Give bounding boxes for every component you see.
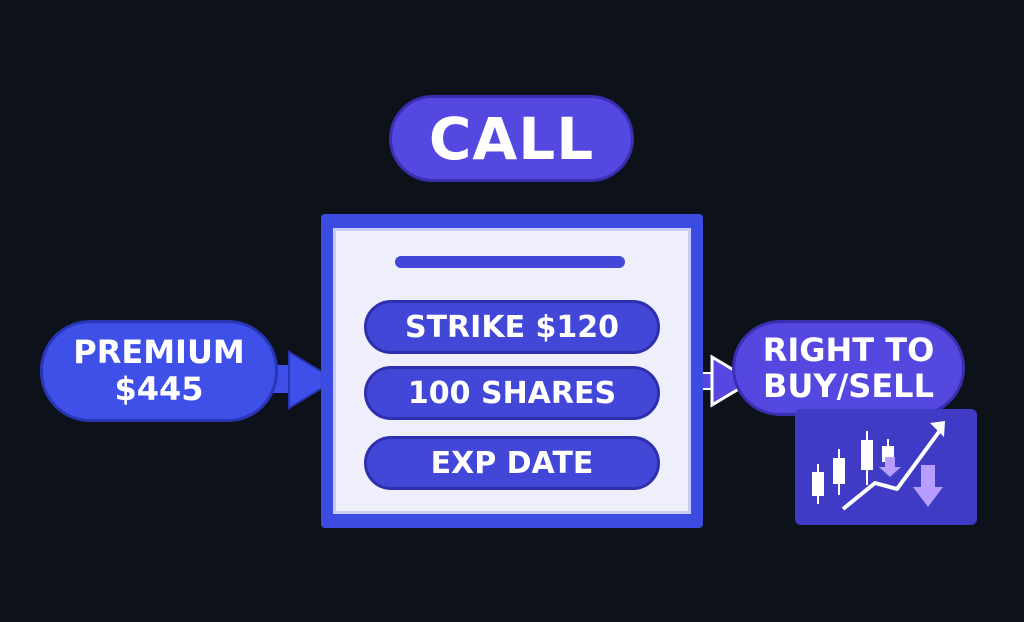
premium-pill: PREMIUM $445 [40,320,278,422]
trend-arrow-up-icon [930,421,945,437]
shares-pill: 100 SHARES [364,366,660,420]
right-line1: RIGHT TO [762,331,935,369]
candlestick-chart-icon [795,409,977,525]
contract-title-bar [395,256,625,268]
exp-date-pill: EXP DATE [364,436,660,490]
premium-label: PREMIUM [73,333,245,371]
strike-pill: STRIKE $120 [364,300,660,354]
candlestick-chart-graphic [812,421,945,511]
premium-arrow-head [288,350,337,410]
call-title: CALL [428,104,595,173]
small-down-arrow-icon [879,457,901,477]
call-title-badge: CALL [389,95,634,182]
premium-amount: $445 [114,370,204,408]
right-line2: BUY/SELL [763,367,934,405]
exp-date-label: EXP DATE [430,445,594,481]
down-arrow-icon [913,465,943,507]
trend-line [841,427,943,511]
right-to-buy-sell-pill: RIGHT TO BUY/SELL [732,320,965,416]
shares-label: 100 SHARES [407,375,617,411]
strike-label: STRIKE $120 [404,309,619,345]
